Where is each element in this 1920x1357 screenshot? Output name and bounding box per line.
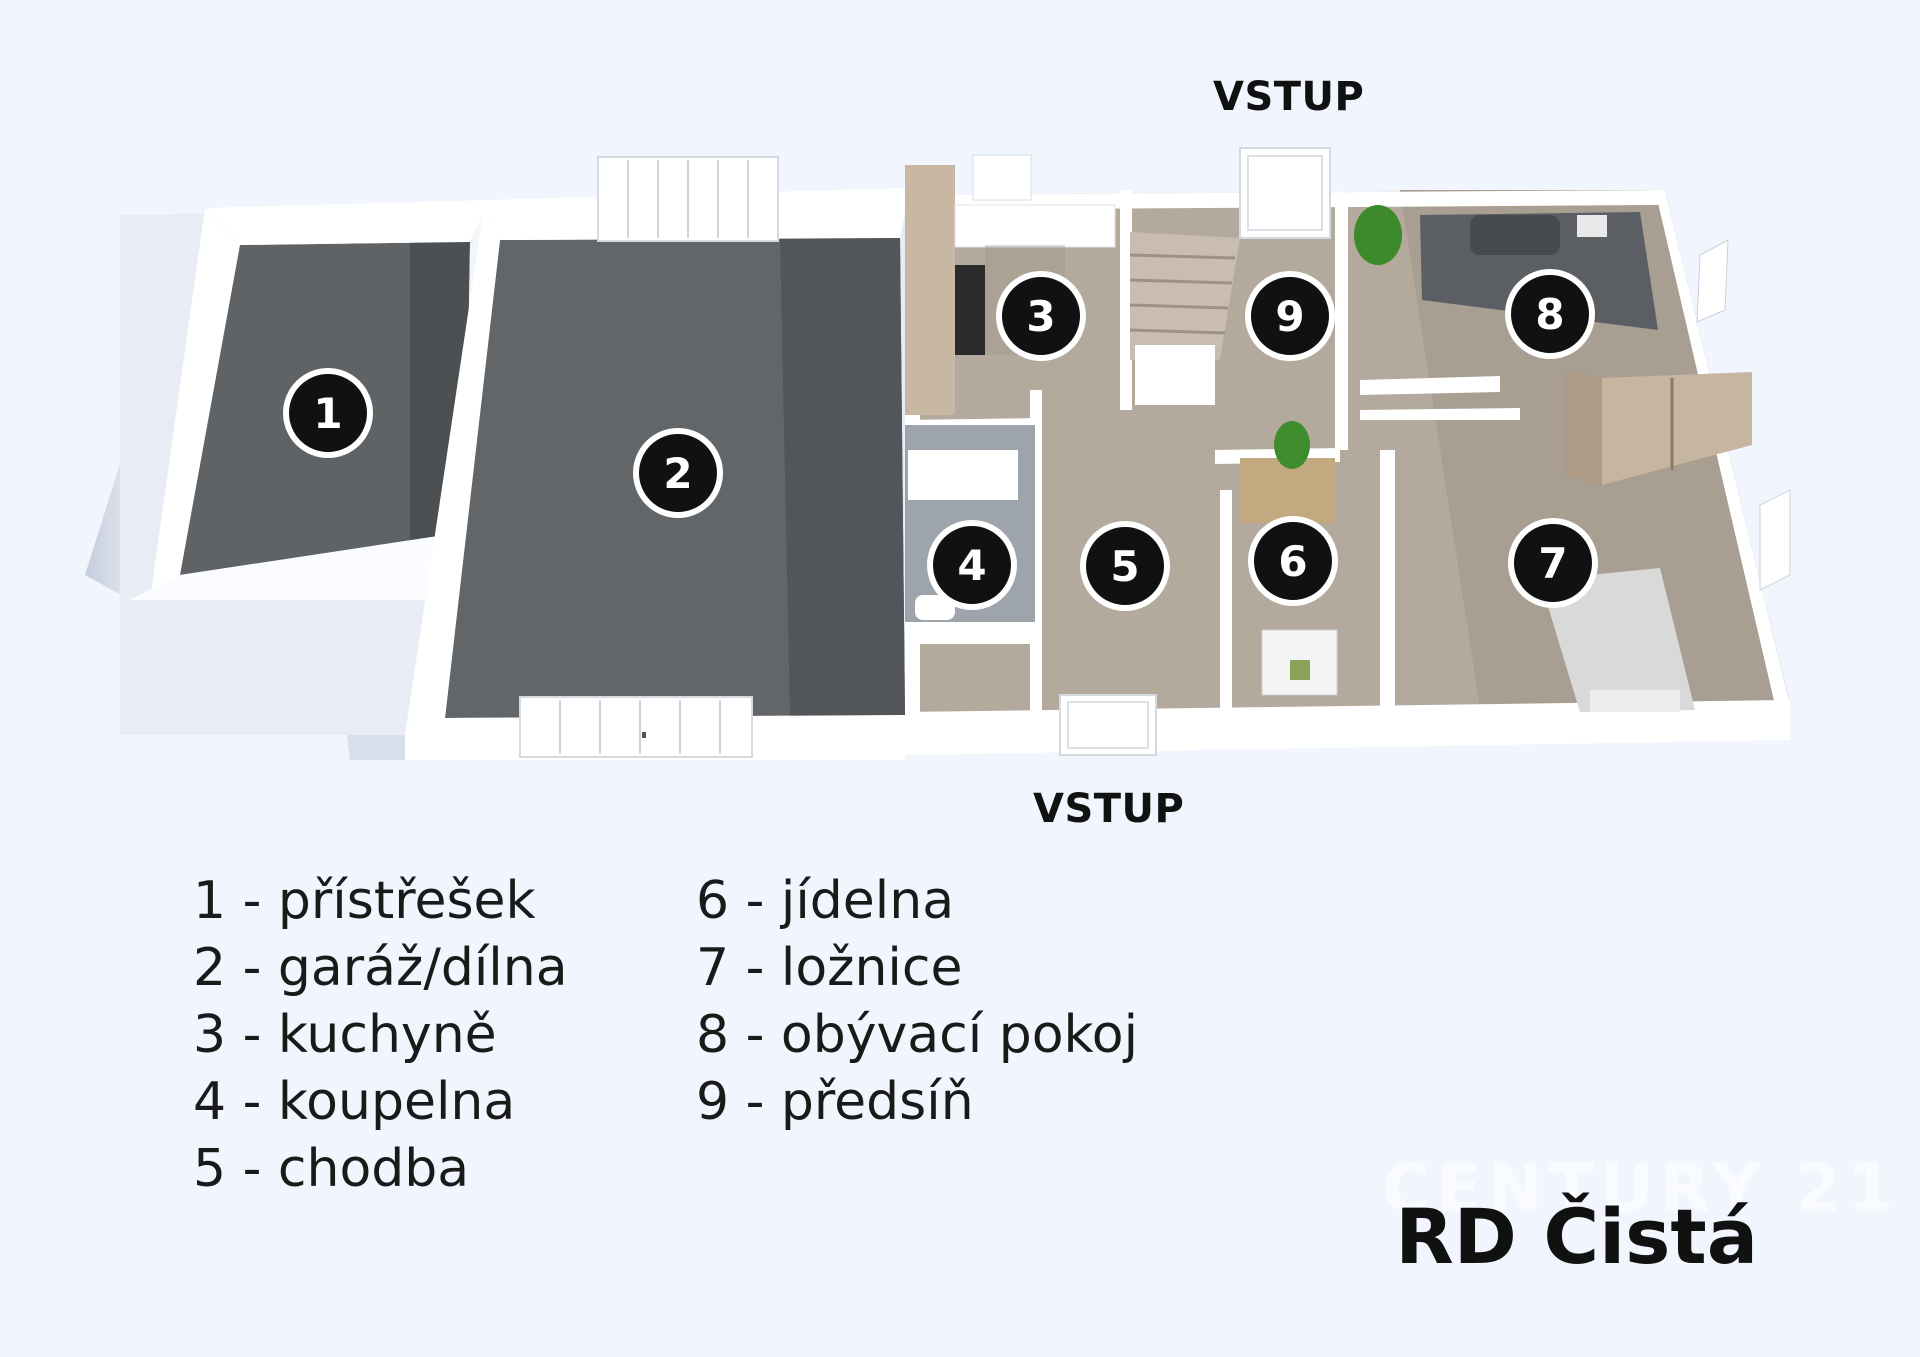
room-markers: 1 2 3 4 5 6 7 8 9 (283, 269, 1598, 611)
room-number-6: 6 (1278, 537, 1307, 586)
legend-item-2: 2 - garáž/dílna (193, 938, 568, 998)
room-7-bedroom (1540, 489, 1791, 712)
room-number-4: 4 (957, 541, 986, 590)
bottom-entrance-door (1059, 694, 1157, 756)
garage-front-door (519, 696, 753, 758)
legend-right-column: 6 - jídelna 7 - ložnice 8 - obývací poko… (696, 868, 1138, 1136)
carport-wall-left (150, 208, 240, 600)
watermark: CENTURY 21 (1382, 1150, 1900, 1227)
room-marker-6 (1248, 516, 1338, 606)
room-marker-1 (283, 368, 373, 458)
legend-item-1: 1 - přístřešek (193, 871, 536, 931)
room-marker-5 (1080, 521, 1170, 611)
plant-dining (1274, 421, 1310, 469)
bottom-entrance-label: VSTUP (1033, 786, 1185, 832)
legend-item-4: 4 - koupelna (193, 1072, 516, 1132)
plant-living (1354, 205, 1402, 265)
room-number-8: 8 (1535, 290, 1564, 339)
top-entrance-label: VSTUP (1213, 74, 1365, 120)
room-number-2: 2 (663, 449, 692, 498)
room-marker-4 (927, 520, 1017, 610)
room-number-1: 1 (313, 389, 342, 438)
room-9-hall (1129, 147, 1331, 405)
room-marker-7 (1508, 518, 1598, 608)
legend-item-3: 3 - kuchyně (193, 1005, 497, 1065)
legend-item-6: 6 - jídelna (696, 871, 955, 931)
room-marker-8 (1505, 269, 1595, 359)
room-marker-9 (1245, 271, 1335, 361)
wardrobe (1565, 370, 1752, 485)
legend-left-column: 1 - přístřešek 2 - garáž/dílna 3 - kuchy… (193, 868, 568, 1203)
carport-wall-top (205, 200, 490, 245)
top-entrance-door (1239, 147, 1331, 239)
legend-item-9: 9 - předsíň (696, 1072, 974, 1132)
legend-item-5: 5 - chodba (193, 1139, 470, 1199)
carport-wall-bottom (130, 532, 465, 600)
room-6-dining (1240, 421, 1338, 696)
room-number-7: 7 (1538, 539, 1567, 588)
legend-item-7: 7 - ložnice (696, 938, 963, 998)
room-number-5: 5 (1110, 542, 1139, 591)
room-number-9: 9 (1275, 292, 1304, 341)
garage-wall-left (405, 200, 500, 735)
legend-item-8: 8 - obývací pokoj (696, 1005, 1139, 1065)
room-marker-2 (633, 428, 723, 518)
room-number-3: 3 (1026, 292, 1055, 341)
room-marker-3 (996, 271, 1086, 361)
page-title: RD Čistá (1395, 1192, 1758, 1281)
